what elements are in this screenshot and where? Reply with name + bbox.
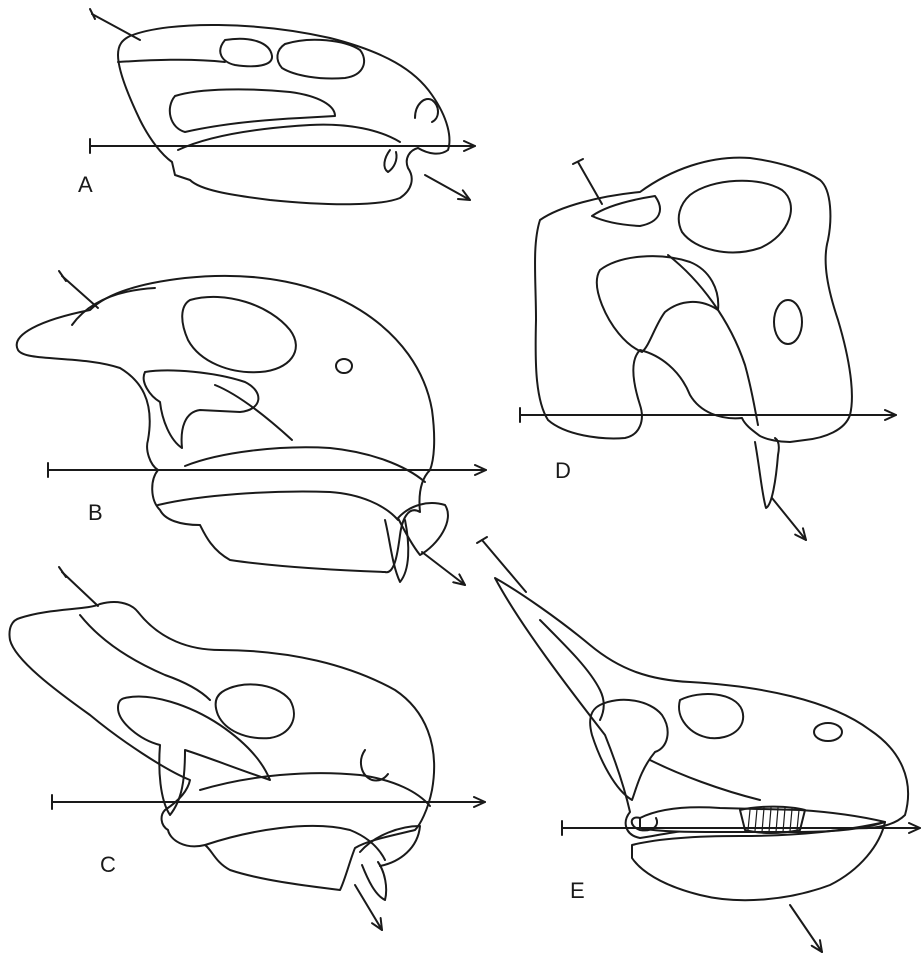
panel-b-vertical-axis [62,276,98,308]
panel-b-vertical-axis-tick [59,271,66,281]
panel-b-cheek-line [215,385,292,440]
panel-c-vertical-axis-tick [59,567,66,577]
panel-a-naris [415,99,438,122]
panel-b-jaw-axis [422,552,465,585]
panel-e-vertical-axis-tick [477,537,487,543]
panel-b-skull: B [17,271,486,585]
panel-a-orbit [220,39,272,66]
panel-d-frill-boundary [592,196,660,226]
panel-c-beak-tip [362,862,386,900]
panel-b-beak [398,503,448,555]
panel-a-jaw-axis [425,175,470,200]
panel-d-tooth [755,438,779,508]
panel-a-skull: A [78,9,475,204]
panel-e-label: E [570,878,585,903]
panel-d-vertical-axis [578,162,602,204]
panel-e-skull-outline [495,578,908,838]
panel-a-beak [384,150,396,172]
panel-d-jaw-axis [772,498,806,540]
panel-d-label: D [555,458,571,483]
panel-e-naris [814,723,842,741]
panel-e-cheek-line [650,760,760,800]
panel-a-temporal-fenestra [277,40,364,79]
panel-e-jaw-axis [790,905,822,952]
panel-a-skull-outline [118,25,449,204]
panel-a-vertical-axis [92,14,140,40]
panel-c-lower-jaw [205,826,385,860]
panel-b-orbit [182,297,296,372]
panel-b-label: B [88,500,103,525]
panel-b-upper-jaw [185,447,425,482]
panel-b-frill-curve [72,288,155,325]
panel-d-orbit [679,181,791,253]
panel-a-label: A [78,172,93,197]
panel-a-vertical-axis-tick [90,9,95,19]
panel-c-skull: C [9,567,485,930]
panel-a-upper-line [118,60,225,62]
panel-c-label: C [100,852,116,877]
panel-b-small-foramen [336,359,352,373]
panel-b-skull-outline [17,276,434,572]
panel-b-temporal-fenestra [144,370,259,448]
panel-d-cheek-line [668,255,758,425]
panel-d-skull: D [520,158,896,540]
panel-d-naris [774,300,802,344]
panel-c-jaw-axis [355,885,382,930]
panel-b-lower-jaw-line [158,492,398,520]
panel-e-skull: E [477,537,920,952]
panel-d-skull-outline [535,158,852,442]
panel-c-vertical-axis [62,572,98,606]
panel-c-frill-inner [80,615,210,700]
panel-c-temporal-fenestra [118,697,270,815]
panel-d-temporal-fenestra [597,256,718,352]
panel-e-orbit [679,694,743,738]
panel-c-skull-outline [9,602,434,890]
panel-e-horn-inner [540,620,604,720]
